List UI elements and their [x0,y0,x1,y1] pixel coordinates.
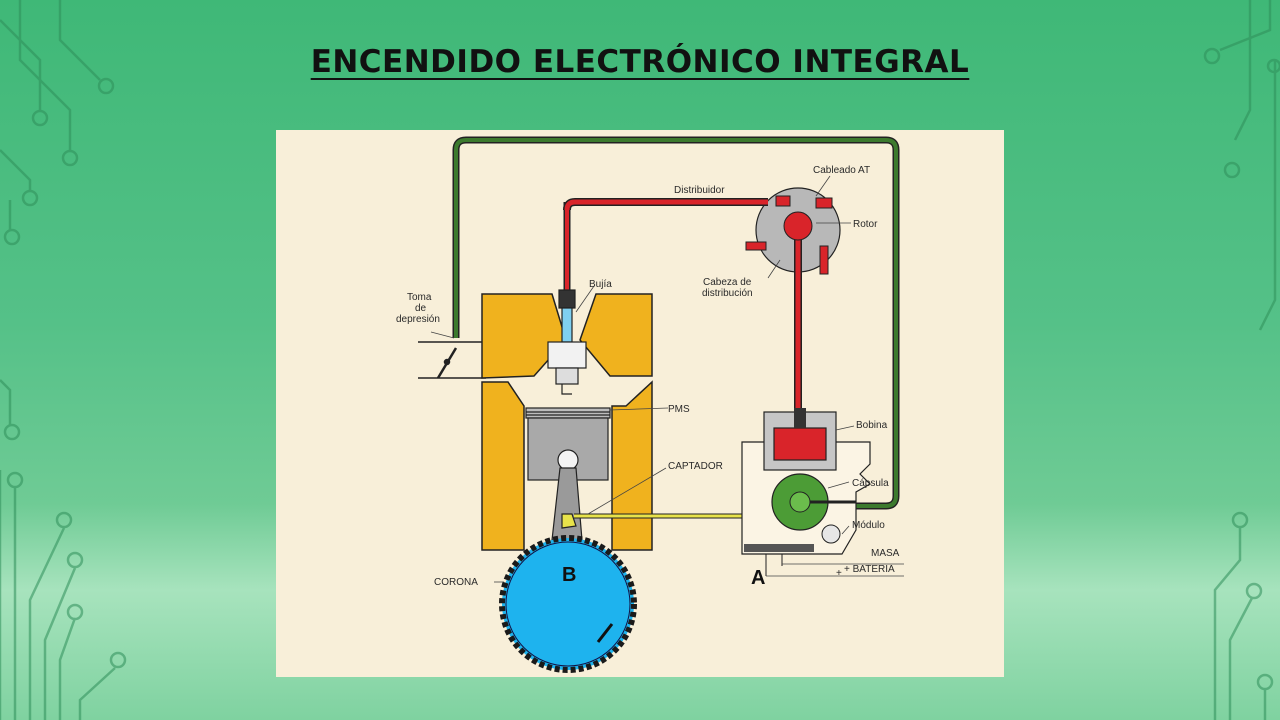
label-bateria-sign: + [836,568,842,579]
label-modulo: Módulo [852,520,885,531]
intake-tube [418,341,486,379]
label-bujia: Bujía [589,279,612,290]
cylinder-head [481,293,653,379]
label-captador: CAPTADOR [668,461,723,472]
distributor [745,187,841,420]
ignition-diagram: Distribuidor Cableado AT Rotor Cabeza de… [396,136,904,673]
circuit-decoration-right [1203,0,1280,720]
label-mark-a: A [751,567,765,589]
page-title-text: ENCENDIDO ELECTRÓNICO INTEGRAL [310,44,970,80]
ignition-module [741,408,871,576]
label-cabeza-line1: Cabeza de [703,277,752,288]
label-pms: PMS [668,404,690,415]
label-bobina: Bobina [856,420,888,431]
label-toma-line1: Toma [407,292,432,303]
label-toma-line2: de [415,303,427,314]
cylinder-walls [481,380,653,551]
label-distribuidor: Distribuidor [674,185,725,196]
label-corona: CORONA [434,577,478,588]
label-bateria: + BATERIA [844,564,895,575]
label-cabeza-line2: distribución [702,288,753,299]
label-toma-line3: depresión [396,314,440,325]
leader-lines [430,175,904,583]
hv-cable [563,198,768,211]
diagram-panel: Distribuidor Cableado AT Rotor Cabeza de… [276,130,1004,677]
label-mark-b: B [562,564,576,586]
spark-plug [547,202,587,395]
vacuum-hose [452,136,900,510]
circuit-decoration-left [0,0,127,720]
page-title: ENCENDIDO ELECTRÓNICO INTEGRAL [0,44,1280,80]
label-capsula: Cápsula [852,478,889,489]
label-rotor: Rotor [853,219,878,230]
corona-gear [499,535,637,673]
label-cableado-at: Cableado AT [813,165,870,176]
label-masa: MASA [871,548,900,559]
captador-sensor [561,493,751,529]
